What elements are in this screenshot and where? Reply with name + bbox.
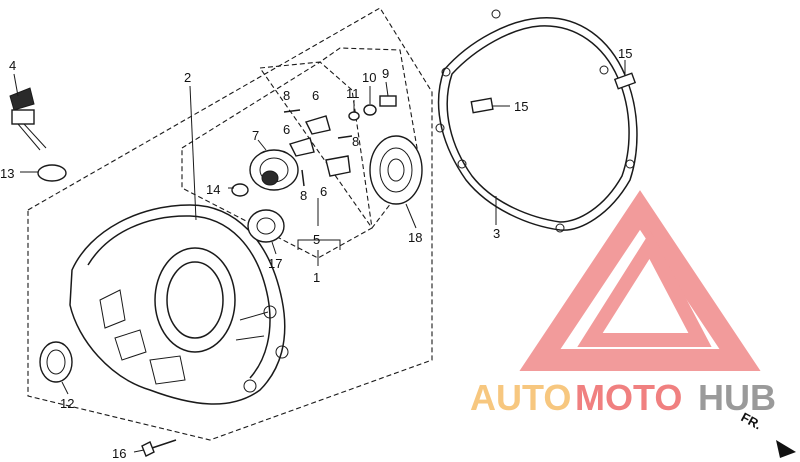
gasket: [435, 9, 638, 233]
logo-triangle-inner: [577, 231, 712, 347]
watermark-part3: HUB: [698, 377, 776, 418]
watermark-part2: MOTO: [575, 377, 682, 418]
callout-6b: 6: [283, 122, 290, 137]
callout-labels: 2 1 3 4 5 6 6 6 7 8 8 8 9 10 11 12 13 14…: [0, 46, 632, 461]
bearing-group-outline: [259, 47, 421, 229]
crankcase-cover: [69, 204, 289, 405]
callout-18: 18: [408, 230, 422, 245]
oil-seal: [39, 341, 73, 383]
dowel-pin-upper: [613, 72, 637, 90]
callout-16: 16: [112, 446, 126, 461]
dowel-pin-lower: [470, 97, 494, 114]
ball-bearing-small: [247, 209, 285, 243]
callout-2: 1: [313, 270, 320, 285]
callout-4: 4: [9, 58, 16, 73]
assembly-group-outline: [27, 7, 433, 441]
pin-3: [301, 169, 305, 187]
ball-bearing-large: [369, 135, 423, 205]
callout-1: 2: [184, 70, 191, 85]
callout-8a: 8: [283, 88, 290, 103]
bushing: [379, 95, 397, 107]
callout-13: 13: [0, 166, 14, 181]
direction-arrow-icon: [776, 440, 796, 458]
washer: [231, 183, 249, 197]
oil-filler-cap: [9, 87, 47, 151]
callout-3: 3: [493, 226, 500, 241]
clip: [348, 111, 360, 121]
callout-6a: 6: [312, 88, 319, 103]
callout-15a: 15: [618, 46, 632, 61]
governor-weight-1: [305, 115, 331, 135]
watermark-text: AUTO MOTO HUB: [470, 377, 776, 418]
callout-14: 14: [206, 182, 220, 197]
governor-gear: [249, 149, 299, 191]
callout-8b: 8: [352, 134, 359, 149]
callout-5: 5: [313, 232, 320, 247]
leader-lines: [13, 60, 626, 453]
watermark-logo: [519, 190, 761, 371]
pin-2: [337, 135, 353, 139]
thrust-washer: [363, 104, 377, 116]
logo-triangle-outer: [519, 190, 761, 371]
watermark-part1: AUTO: [470, 377, 571, 418]
pin-1: [283, 109, 301, 113]
flange-bolt: [141, 439, 177, 457]
callout-6c: 6: [320, 184, 327, 199]
callout-7: 7: [252, 128, 259, 143]
callout-8c: 8: [300, 188, 307, 203]
callout-11: 11: [346, 86, 360, 101]
callout-15b: 15: [514, 99, 528, 114]
callout-12: 12: [60, 396, 74, 411]
callout-9: 9: [382, 66, 389, 81]
o-ring: [37, 164, 67, 182]
callout-17: 17: [268, 256, 282, 271]
governor-weight-3: [325, 155, 351, 177]
callout-10: 10: [362, 70, 376, 85]
governor-weight-2: [289, 137, 315, 157]
